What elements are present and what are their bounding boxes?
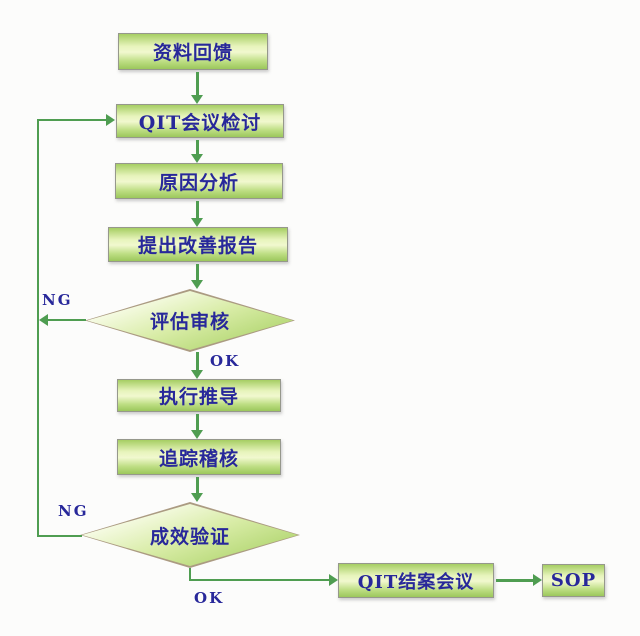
edge-analysis-to-report-line — [196, 201, 199, 218]
node-improvement-report: 提出改善报告 — [108, 227, 288, 262]
edge-feedback-to-review-line — [196, 72, 199, 95]
edge-closing-to-sop-arrowhead — [533, 574, 542, 586]
edge-verification-ok-horizontal-line — [189, 579, 329, 581]
node-execution: 执行推导 — [117, 379, 281, 412]
node-evaluation-review-label: 评估审核 — [87, 291, 293, 350]
node-qit-closing-meeting: QIT结案会议 — [338, 563, 494, 598]
label-verification-ng: NG — [58, 502, 89, 520]
edge-verification-ok-arrowhead — [329, 574, 338, 586]
edge-report-to-evaluation-arrowhead — [191, 280, 203, 289]
node-tracking-audit: 追踪稽核 — [117, 439, 281, 475]
edge-report-to-evaluation-line — [196, 264, 199, 280]
edge-feedback-loop-vertical-line — [37, 119, 39, 537]
node-sop: SOP — [542, 564, 605, 597]
label-verification-ok: OK — [194, 589, 225, 607]
edge-feedback-to-review-arrowhead — [191, 95, 203, 104]
edge-review-to-analysis-arrowhead — [191, 154, 203, 163]
edge-audit-to-verification-arrowhead — [191, 493, 203, 502]
edge-evaluation-ng-arrowhead — [39, 314, 48, 326]
edge-closing-to-sop-line — [496, 579, 533, 582]
edge-feedback-loop-top-line — [37, 119, 106, 121]
node-qit-meeting-review: QIT会议检讨 — [116, 104, 284, 138]
edge-verification-ok-down-line — [189, 568, 191, 580]
edge-audit-to-verification-line — [196, 477, 199, 493]
node-data-feedback: 资料回馈 — [118, 33, 268, 70]
node-evaluation-review-diamond: 评估审核 — [85, 289, 295, 352]
edge-review-to-analysis-line — [196, 140, 199, 154]
label-evaluation-ng: NG — [42, 291, 73, 309]
edge-verification-ng-line — [37, 535, 82, 537]
edge-evaluation-ng-line — [48, 319, 86, 321]
node-effect-verification-label: 成效验证 — [82, 504, 298, 566]
edge-execution-to-audit-line — [196, 414, 199, 430]
edge-evaluation-ok-line — [196, 352, 199, 370]
edge-analysis-to-report-arrowhead — [191, 218, 203, 227]
edge-execution-to-audit-arrowhead — [191, 430, 203, 439]
node-cause-analysis: 原因分析 — [115, 163, 283, 199]
edge-feedback-loop-arrowhead — [106, 114, 115, 126]
label-evaluation-ok: OK — [210, 352, 241, 370]
edge-evaluation-ok-arrowhead — [191, 370, 203, 379]
node-effect-verification-diamond: 成效验证 — [80, 502, 300, 568]
